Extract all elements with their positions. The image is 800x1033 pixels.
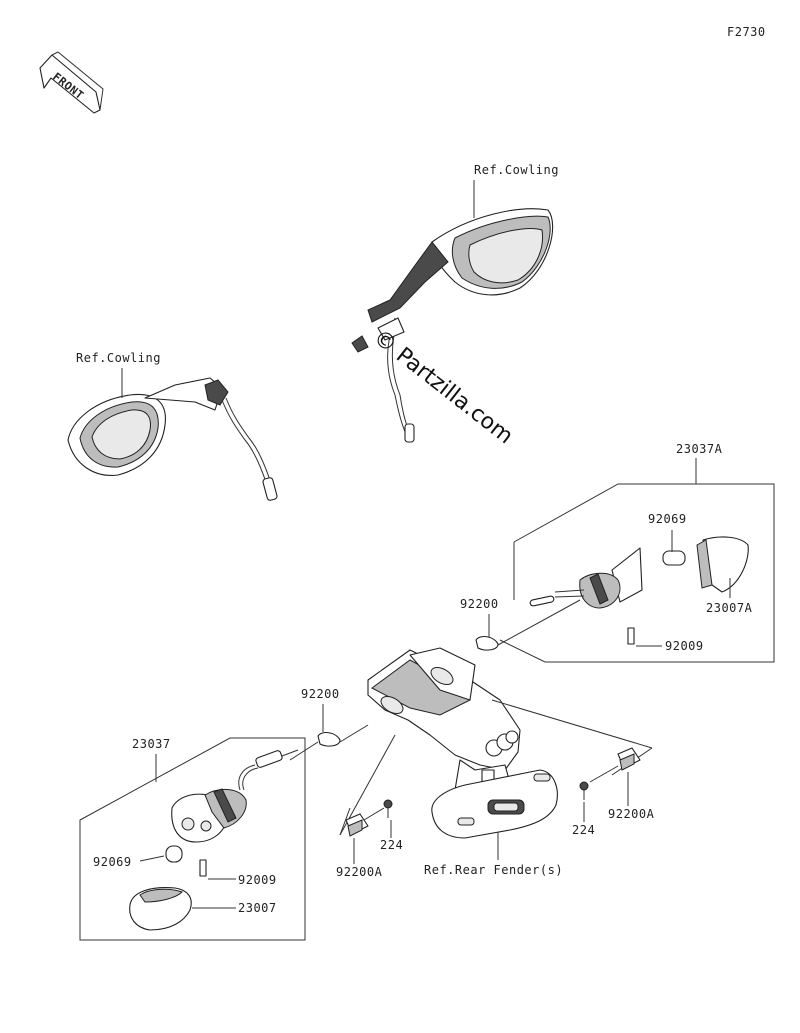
diagram-code: F2730 — [727, 25, 766, 39]
label-ref-cowling-left: Ref.Cowling — [76, 351, 161, 365]
right-rear-turn-signal — [529, 536, 749, 645]
label-ref-rear-fender: Ref.Rear Fender(s) — [424, 863, 563, 877]
label-92009-left: 92009 — [238, 873, 277, 887]
front-arrow-icon: FRONT — [39, 51, 104, 114]
label-23007A: 23007A — [706, 601, 753, 615]
label-92200A-right: 92200A — [608, 807, 655, 821]
label-92200-right: 92200 — [460, 597, 499, 611]
label-92200A-left: 92200A — [336, 865, 383, 879]
right-clip-nut — [579, 747, 641, 800]
left-rear-turn-signal — [129, 749, 299, 931]
grommet-92200-left — [317, 731, 341, 747]
left-clip-nut — [345, 799, 393, 837]
label-224-left: 224 — [380, 838, 403, 852]
box-23037 — [79, 737, 306, 941]
label-ref-cowling-right: Ref.Cowling — [474, 163, 559, 177]
label-23037: 23037 — [132, 737, 171, 751]
label-92069-right: 92069 — [648, 512, 687, 526]
label-92009-right: 92009 — [665, 639, 704, 653]
box-23037A — [499, 483, 775, 663]
left-cowling-turn-signal — [67, 377, 278, 501]
label-23037A: 23037A — [676, 442, 723, 456]
label-224-right: 224 — [572, 823, 595, 837]
label-92069-left: 92069 — [93, 855, 132, 869]
rear-fender-bracket — [367, 647, 558, 839]
watermark: © Partzilla.com — [368, 325, 517, 449]
label-23007: 23007 — [238, 901, 277, 915]
label-92200-left: 92200 — [301, 687, 340, 701]
grommet-92200-right — [475, 635, 499, 651]
right-cowling-turn-signal — [351, 208, 554, 443]
